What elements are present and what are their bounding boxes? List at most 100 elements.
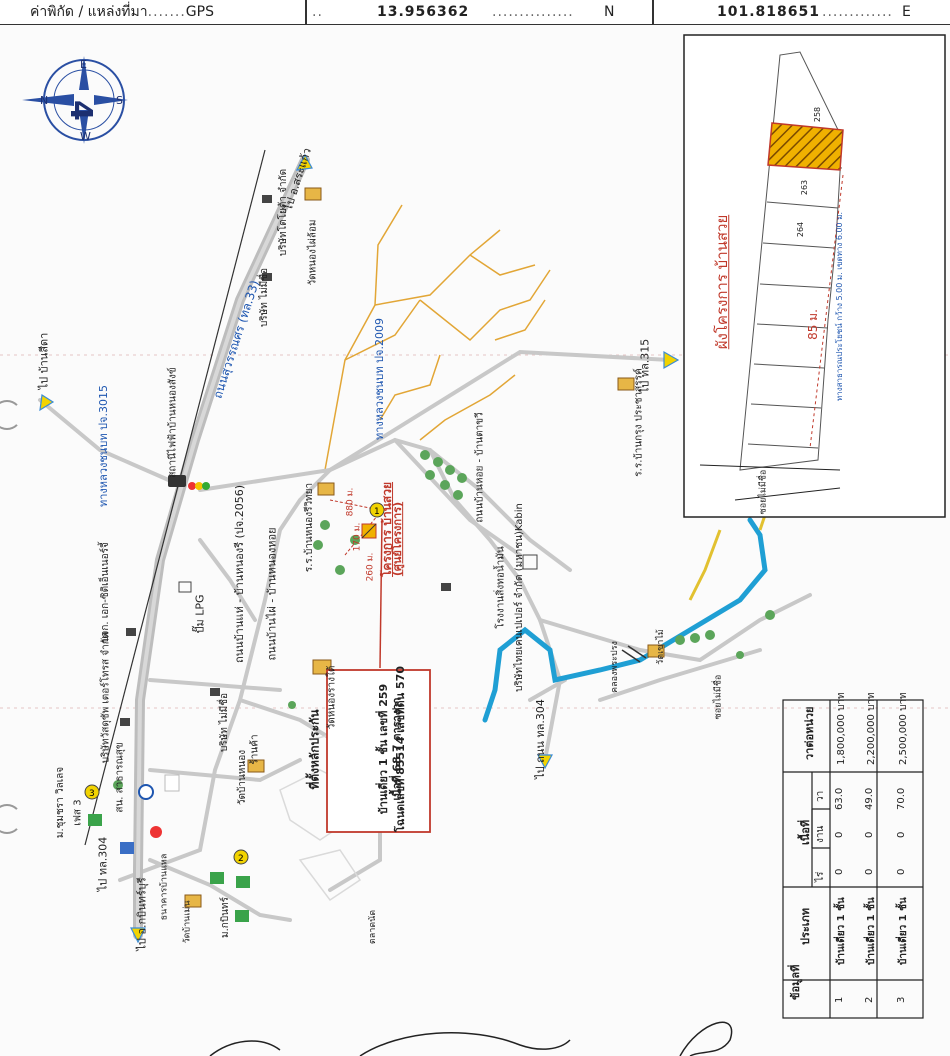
table-row2-rai: 0 — [864, 868, 875, 875]
terrain-lines — [324, 204, 551, 471]
price-table-grid — [782, 699, 924, 1019]
label-temple-thai: วัดหนองไผ่ล้อม — [307, 219, 319, 286]
label-company-b: บริษัท ไม่มีชื่อ — [259, 267, 271, 328]
label-temple-nongrang: วัดหนองรางใต้ — [326, 665, 338, 730]
inset-project-lot — [767, 122, 844, 171]
label-dist2: 170 ม. — [352, 522, 363, 552]
label-lpg: ปั๊ม LPG — [193, 594, 207, 634]
arrow-315 — [663, 350, 680, 370]
label-pj2056: ถนนบ้านแห่ - บ้านหนองรี (ปจ.2056) — [233, 484, 247, 664]
label-to-banseekad: ไป บ้านสีดา — [37, 332, 51, 390]
project-marker — [361, 523, 377, 539]
label-pj3015: ทางหลวงชนบท ปจ.3015 — [96, 385, 110, 507]
inset-lot-264: 264 — [796, 221, 806, 238]
label-soi: ซอยไม่มีชื่อ — [713, 674, 724, 720]
label-to-304: ไป ทล.304 — [96, 836, 110, 892]
longitude-cell: 101.818651 ............. E — [662, 0, 942, 24]
label-school-east: ร.ร.บ้านกรุง ประชาสรรค์ — [633, 368, 645, 477]
label-pharmacy: สน. สาธารณสุข — [114, 742, 126, 813]
punch-hole-top — [0, 400, 22, 430]
table-row3-type: บ้านเดี่ยว 1 ชั้น — [898, 897, 909, 965]
latitude-cell: .. 13.956362 ............... N — [312, 0, 622, 24]
gas-station-icon — [138, 774, 180, 838]
table-row3-no: 3 — [896, 996, 907, 1003]
svg-text:W: W — [80, 130, 91, 143]
table-header-type: ประเภท — [799, 907, 812, 945]
table-header-area: เนื้อที่ — [799, 819, 812, 845]
label-pj2009: ทางหลวงชนบท ปจ.2009 — [372, 318, 386, 440]
label-to-kabinburi: ไป อ.กบินทร์บุรี — [135, 877, 149, 951]
svg-text:S: S — [116, 94, 123, 107]
table-header-price: วาต่อหน่วย — [803, 706, 816, 761]
label-tel: บจก. เอก-ซิติเอ็นเนอร์จี้ — [99, 542, 111, 643]
label-village1: ม.กบินทร์ — [219, 897, 231, 938]
table-row3-rai: 0 — [896, 868, 907, 875]
address-line1: ที่ตั้งหลักประกัน — [307, 709, 322, 790]
label-market: ตลาดนัด — [368, 909, 379, 945]
longitude-value: 101.818651 — [717, 4, 820, 20]
latitude-value: 13.956362 — [377, 4, 470, 20]
label-company-c: บริษัทไทยเคนเปเปอร์ จำกัด (มหาชน)Kabin — [513, 503, 525, 692]
svg-text:N: N — [40, 94, 48, 107]
railway-line — [84, 149, 266, 846]
inset-soi: ซอยไม่มีชื่อ — [758, 469, 769, 515]
temple-icons — [184, 187, 665, 908]
arrow-304b — [536, 754, 554, 770]
table-sub-ngan: งาน — [815, 825, 826, 843]
label-village2: ม.ชุมชรา วิลเลจ — [55, 766, 67, 839]
punch-hole-bottom — [0, 804, 22, 834]
label-road-east: ถนนบ้านหอย - บ้านตาขวี — [474, 412, 486, 523]
svg-text:E: E — [80, 58, 87, 71]
table-row1-price: 1,800,000 บาท — [836, 692, 847, 765]
table-row1-wa: 63.0 — [834, 787, 845, 810]
table-row3-price: 2,500,000 บาท — [898, 692, 909, 765]
compass-number: 4 — [63, 100, 98, 121]
table-row1-type: บ้านเดี่ยว 1 ชั้น — [836, 897, 847, 965]
traffic-light-icon — [168, 475, 210, 490]
label-company-b2: บริษัท ไม่มีชื่อ — [219, 692, 231, 753]
signature-scribble — [209, 1021, 733, 1056]
table-row2-wa: 49.0 — [864, 787, 875, 810]
coordinate-label: ค่าพิกัด / แหล่งที่มา.......GPS — [30, 4, 214, 20]
svg-text:3: 3 — [89, 789, 95, 799]
inset-road-desc: ทางสาธารณประโยชน์ กว้าง 5.00 ม. เขตทาง 6… — [835, 211, 845, 402]
river — [482, 517, 768, 723]
table-header-no: ข้อมูลที่ — [789, 964, 802, 1000]
table-row2-price: 2,200,000 บาท — [866, 692, 877, 765]
label-river: คลองพระปรง — [609, 641, 620, 693]
svg-text:2: 2 — [238, 854, 244, 864]
label-company-a: บริษัทโตโยต้า จำกัด — [278, 168, 290, 257]
table-row3-wa: 70.0 — [896, 787, 907, 810]
table-sub-wa: วา — [815, 790, 826, 802]
green-village-icons — [88, 814, 250, 922]
label-to-304b: ไป ถนน ทล.304 — [533, 699, 547, 779]
table-row1-rai: 0 — [834, 868, 845, 875]
inset-lot-258: 258 — [813, 106, 823, 123]
arrow-banseekad — [39, 393, 55, 412]
label-temple-river: วัดเขาไม้ — [655, 629, 666, 665]
label-school-mid: ร.ร.บ้านหนองรีวิทยา — [304, 482, 316, 573]
inset-title: ผังโครงการ บ้านสวย — [713, 214, 732, 350]
compass-rose: 4 N E S W — [22, 56, 128, 144]
direction-arrows — [39, 153, 680, 944]
label-village3: เฟส 3 — [72, 799, 84, 826]
label-shop: ร้านค้า — [249, 734, 261, 765]
building-icons — [120, 195, 538, 854]
location-map: 4 N E S W 3 2 1 — [0, 34, 950, 1056]
address-box-frame — [326, 669, 431, 833]
table-row3-ngan: 0 — [896, 831, 907, 838]
table-row2-no: 2 — [864, 996, 875, 1003]
numbered-markers: 3 2 1 — [84, 502, 385, 865]
label-dist3: 260 ม. — [365, 552, 376, 582]
label-electric: สถานีไฟฟ้าบ้านหนองสังข์ — [167, 367, 179, 478]
arrow-304 — [130, 927, 146, 944]
source-value: GPS — [185, 4, 214, 20]
table-row2-type: บ้านเดี่ยว 1 ชั้น — [866, 897, 877, 965]
table-row1-ngan: 0 — [834, 831, 845, 838]
label-temple-west: วัดบ้านเม่น — [182, 900, 193, 944]
arrow-srakaeo — [295, 153, 313, 171]
inset-frame — [683, 34, 946, 518]
inset-distance: 85 ม. — [805, 309, 820, 340]
label-bank: ธนาคารบ้านแหล — [159, 853, 170, 921]
label-company-d: บริษัทวัสดุชัพ เตอร์โทรส จำกัด — [100, 631, 112, 764]
